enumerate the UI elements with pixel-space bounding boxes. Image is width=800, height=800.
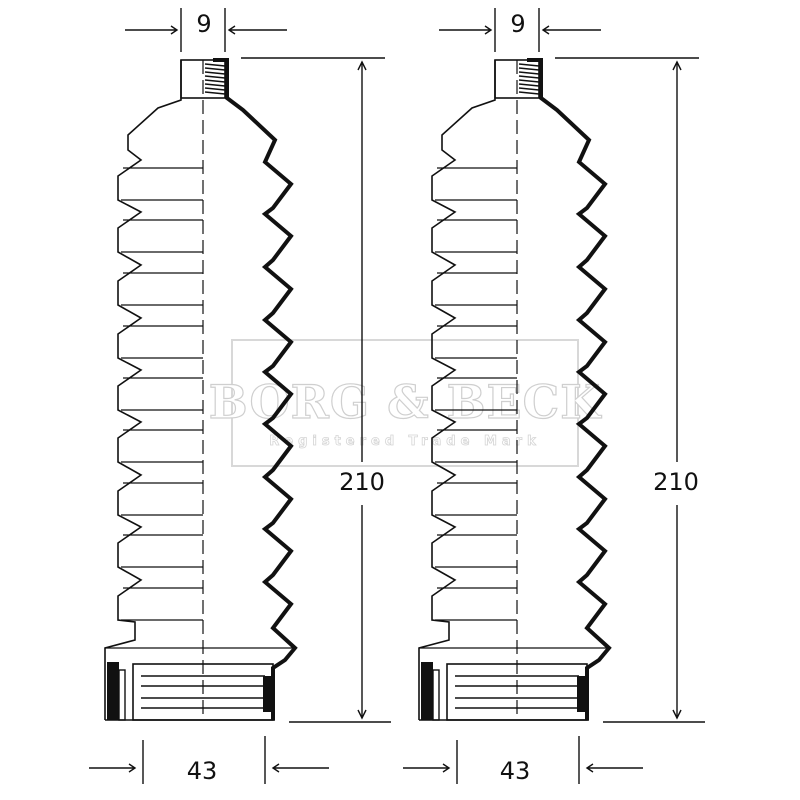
thread-line [518, 83, 540, 87]
bottom-arrow-left [403, 763, 451, 773]
watermark-frame [231, 339, 579, 467]
thread-line [518, 71, 540, 75]
thread-line [204, 79, 226, 83]
length-arrow-bottom [672, 709, 682, 720]
length-label: 210 [339, 468, 385, 496]
thread-line [204, 91, 226, 95]
sleeve-right-wall [263, 676, 273, 712]
sleeve-left-wall [107, 662, 119, 720]
top-arrow-left [125, 25, 179, 35]
top-arrow-right [541, 25, 601, 35]
watermark-tagline: Registered Trade Mark [269, 434, 540, 449]
thread-line [518, 63, 540, 67]
top-diameter-label: 9 [196, 10, 211, 38]
thread-line [204, 75, 226, 79]
length-arrow-top [672, 60, 682, 71]
thread-line [204, 63, 226, 67]
length-arrow-top [357, 60, 367, 71]
top-arrow-right [227, 25, 287, 35]
thread-line [204, 71, 226, 75]
bottom-arrow-right [271, 763, 329, 773]
bottom-diameter-label: 43 [187, 757, 218, 785]
top-arrow-left [439, 25, 493, 35]
boot-right-outline [527, 58, 612, 720]
sleeve-inner-wall [432, 669, 440, 721]
thread-line [204, 67, 226, 71]
length-arrow-bottom [357, 709, 367, 720]
bottom-arrow-right [585, 763, 643, 773]
thread-line [204, 83, 226, 87]
thread-line [518, 75, 540, 79]
sleeve-inner-wall [118, 669, 126, 721]
thread-line [518, 91, 540, 95]
dimensions-right: 9 210 43 [403, 8, 705, 785]
sleeve-left-wall [421, 662, 433, 720]
thread-line [518, 79, 540, 83]
boot-left-outline [104, 60, 182, 720]
thread-line [518, 67, 540, 71]
dimensions-left: 9 210 43 [89, 8, 391, 785]
steering-boot-left [104, 58, 298, 721]
bottom-arrow-left [89, 763, 137, 773]
watermark: BORG & BECK Registered Trade Mark [208, 339, 602, 467]
watermark-brand: BORG & BECK [209, 375, 602, 429]
thread-line [204, 87, 226, 91]
top-diameter-label: 9 [510, 10, 525, 38]
steering-boot-right [418, 58, 612, 721]
boot-right-outline [213, 58, 298, 720]
thread-line [518, 87, 540, 91]
length-label: 210 [653, 468, 699, 496]
bottom-diameter-label: 43 [500, 757, 531, 785]
sleeve-right-wall [577, 676, 587, 712]
